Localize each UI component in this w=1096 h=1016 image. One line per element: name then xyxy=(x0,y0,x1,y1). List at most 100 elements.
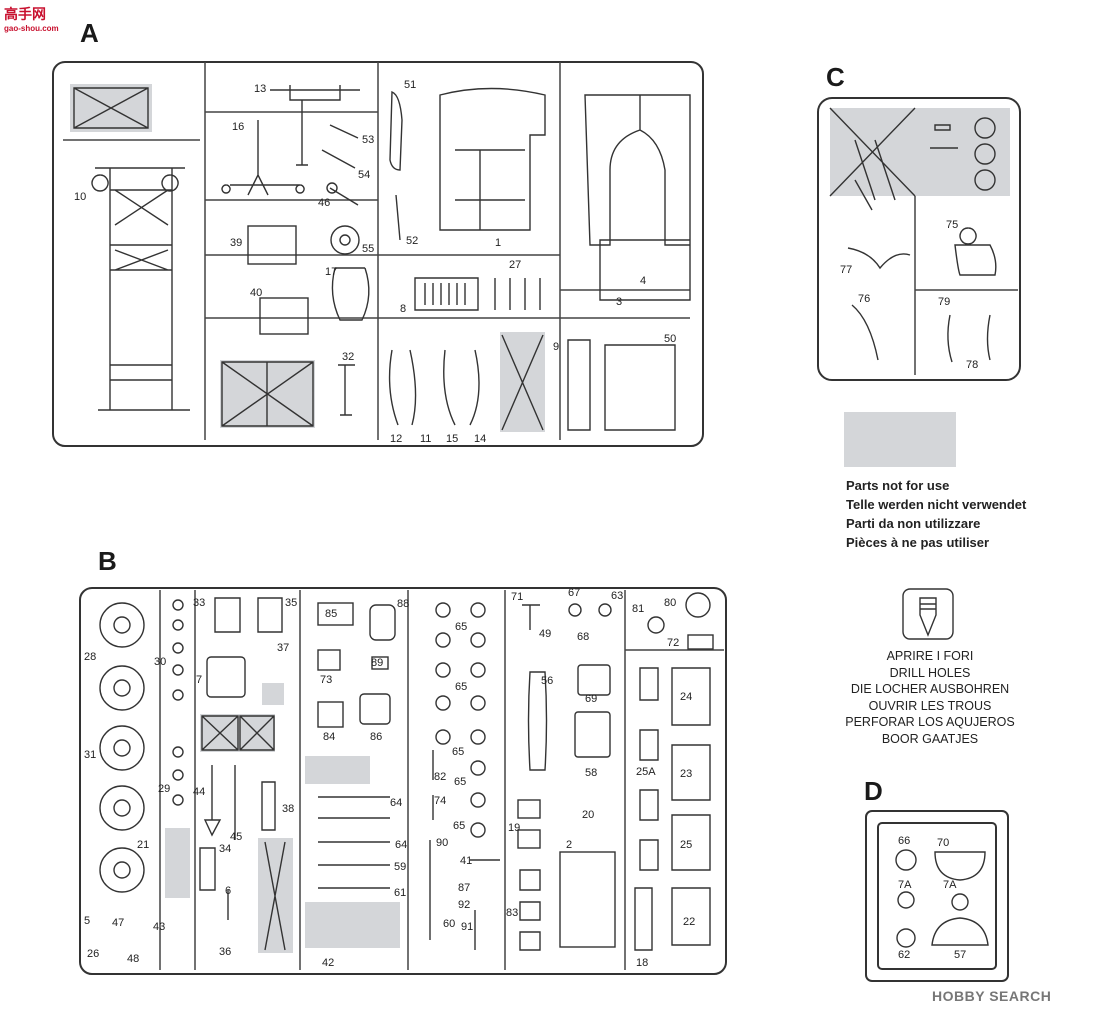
sprue-letter-b: B xyxy=(98,546,117,576)
part-number-label: 82 xyxy=(434,771,446,783)
part-number-label: 64 xyxy=(395,839,407,851)
part-number-label: 40 xyxy=(250,287,262,299)
part-number-label: 90 xyxy=(436,837,448,849)
drill-line-4: OUVRIR LES TROUS xyxy=(868,698,992,713)
parts-34-6 xyxy=(199,847,229,920)
drill-text: APRIRE I FORI DRILL HOLES DIE LOCHER AUS… xyxy=(820,648,1040,747)
sprue-letter-c: C xyxy=(826,62,845,92)
part-number-label: 20 xyxy=(582,809,594,821)
parts-79-78 xyxy=(947,314,991,363)
unused-part-b-col xyxy=(165,828,190,898)
part-number-label: 6 xyxy=(225,885,231,897)
part-84 xyxy=(317,701,344,728)
legend-text: Parts not for use Telle werden nicht ver… xyxy=(846,476,1086,552)
sprue-c xyxy=(817,97,1021,381)
part-number-label: 28 xyxy=(84,651,96,663)
part-number-label: 83 xyxy=(506,907,518,919)
part-number-label: 29 xyxy=(158,783,170,795)
part-55-hub xyxy=(339,234,351,246)
part-number-label: 65 xyxy=(455,621,467,633)
part-number-label: 21 xyxy=(137,839,149,851)
part-number-label: 70 xyxy=(937,837,949,849)
part-number-label: 55 xyxy=(362,243,374,255)
part-number-label: 84 xyxy=(323,731,335,743)
drill-icon xyxy=(902,588,954,640)
part-number-label: 46 xyxy=(318,197,330,209)
sprue-d-outer xyxy=(865,810,1009,982)
part-number-label: 3 xyxy=(616,296,622,308)
part-71 xyxy=(522,604,540,630)
part-number-label: 7A xyxy=(943,879,957,891)
part-number-label: 2 xyxy=(566,839,572,851)
part-76 xyxy=(851,304,879,361)
part-number-label: 62 xyxy=(898,949,910,961)
part-number-label: 33 xyxy=(193,597,205,609)
part-c-chevrons xyxy=(829,107,916,211)
part-number-label: 37 xyxy=(277,642,289,654)
sprue-b-frame xyxy=(79,587,727,975)
part-c-ring-2 xyxy=(974,143,996,165)
part-number-label: 12 xyxy=(390,433,402,445)
part-number-label: 16 xyxy=(232,121,244,133)
part-67 xyxy=(568,603,582,617)
part-number-label: 41 xyxy=(460,855,472,867)
sprue-c-frame xyxy=(817,97,1021,381)
part-2 xyxy=(559,851,616,948)
part-number-label: 25 xyxy=(680,839,692,851)
sprue-d xyxy=(865,810,1009,982)
part-number-label: 7A xyxy=(898,879,912,891)
part-number-label: 86 xyxy=(370,731,382,743)
part-number-label: 88 xyxy=(397,598,409,610)
part-a-grid-bottom xyxy=(221,361,314,427)
part-17 xyxy=(331,267,370,321)
part-number-label: 10 xyxy=(74,191,86,203)
part-7a-left xyxy=(897,891,915,909)
part-number-label: 39 xyxy=(230,237,242,249)
part-70 xyxy=(934,851,986,881)
part-number-label: 77 xyxy=(840,264,852,276)
sprue-b xyxy=(79,587,727,975)
parts-33-35 xyxy=(214,597,283,633)
part-number-label: 51 xyxy=(404,79,416,91)
legend-swatch xyxy=(844,412,956,467)
part-number-label: 58 xyxy=(585,767,597,779)
part-27-pins xyxy=(494,278,541,310)
part-number-label: 38 xyxy=(282,803,294,815)
part-number-label: 74 xyxy=(434,795,446,807)
parts-53-54-46 xyxy=(321,124,359,206)
part-number-label: 73 xyxy=(320,674,332,686)
part-46-knob xyxy=(326,182,338,194)
part-86 xyxy=(359,693,391,725)
sprue-letter-d: D xyxy=(864,776,883,806)
part-89 xyxy=(371,656,389,670)
part-c-ring-1 xyxy=(974,117,996,139)
part-number-label: 69 xyxy=(585,693,597,705)
part-number-label: 7 xyxy=(196,674,202,686)
part-number-label: 52 xyxy=(406,235,418,247)
part-number-label: 15 xyxy=(446,433,458,445)
watermark-logo-left: 高手网 gao-shou.com xyxy=(4,4,59,33)
part-number-label: 64 xyxy=(390,797,402,809)
part-number-label: 76 xyxy=(858,293,870,305)
part-number-label: 27 xyxy=(509,259,521,271)
part-number-label: 31 xyxy=(84,749,96,761)
part-c-ring-3 xyxy=(974,169,996,191)
part-number-label: 81 xyxy=(632,603,644,615)
part-62 xyxy=(896,928,916,948)
drill-line-5: PERFORAR LOS AQUJEROS xyxy=(845,715,1015,729)
part-32 xyxy=(338,364,355,416)
part-7a-right xyxy=(951,893,969,911)
part-number-label: 42 xyxy=(322,957,334,969)
parts-44-45-38 xyxy=(203,765,276,840)
sprue-b-runners xyxy=(159,590,724,970)
part-16 xyxy=(221,120,305,196)
part-number-label: 5 xyxy=(84,915,90,927)
part-81 xyxy=(647,616,665,634)
part-75 xyxy=(954,227,997,276)
part-number-label: 26 xyxy=(87,948,99,960)
parts-82-74-90-41-91 xyxy=(429,750,500,950)
drill-line-3: DIE LOCHER AUSBOHREN xyxy=(850,682,1010,696)
part-number-label: 65 xyxy=(455,681,467,693)
part-number-label: 65 xyxy=(453,820,465,832)
